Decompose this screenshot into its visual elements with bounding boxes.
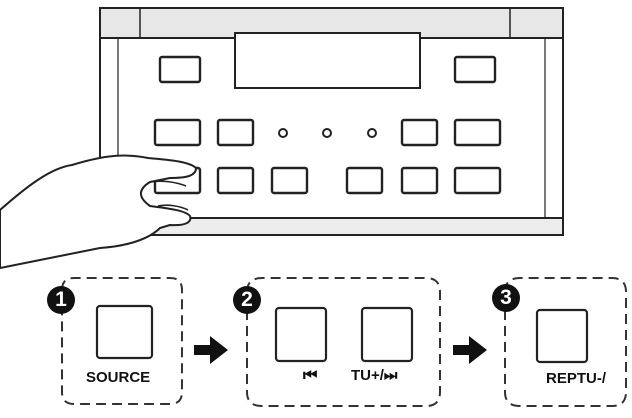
panel-button-r1-left[interactable]	[158, 55, 202, 84]
step-3-dashed-frame	[504, 277, 627, 407]
indicator-led-3	[367, 128, 377, 138]
source-button[interactable]	[95, 304, 154, 360]
indicator-led-2	[322, 128, 332, 138]
step-3-badge: 3	[492, 284, 520, 312]
display-screen	[234, 32, 421, 89]
panel-button-r2-1[interactable]	[153, 118, 202, 147]
arrow-right-icon-2	[453, 336, 487, 364]
repeat-tune-down-label: REPTU-/	[546, 370, 606, 387]
step-1-badge: 1	[47, 286, 75, 314]
panel-button-r2-6[interactable]	[400, 118, 439, 147]
previous-button[interactable]	[274, 306, 328, 363]
step-2-group	[246, 277, 441, 407]
panel-button-r3-2[interactable]	[216, 166, 255, 195]
panel-button-r1-right[interactable]	[453, 55, 497, 84]
panel-button-r2-2[interactable]	[216, 118, 255, 147]
hand-illustration	[0, 154, 197, 269]
step-3-group	[504, 277, 627, 407]
source-label: SOURCE	[86, 369, 151, 386]
panel-button-r3-6[interactable]	[453, 166, 502, 195]
panel-button-r3-5[interactable]	[400, 166, 439, 195]
step-2-dashed-frame	[246, 277, 441, 407]
step-1-group	[61, 277, 183, 405]
arrow-right-icon	[194, 336, 228, 364]
tune-up-next-button[interactable]	[360, 306, 414, 363]
indicator-led-1	[278, 128, 288, 138]
panel-button-r3-4[interactable]	[345, 166, 384, 195]
tune-up-next-label: TU+/⏭	[351, 367, 398, 384]
step-1-dashed-frame	[61, 277, 183, 405]
panel-button-r2-7[interactable]	[453, 118, 502, 147]
repeat-tune-down-button[interactable]	[535, 308, 589, 364]
device-faceplate	[99, 7, 564, 236]
skip-back-icon: ⏮	[303, 367, 318, 384]
step-2-badge: 2	[233, 286, 261, 314]
panel-button-r3-3[interactable]	[270, 166, 309, 195]
